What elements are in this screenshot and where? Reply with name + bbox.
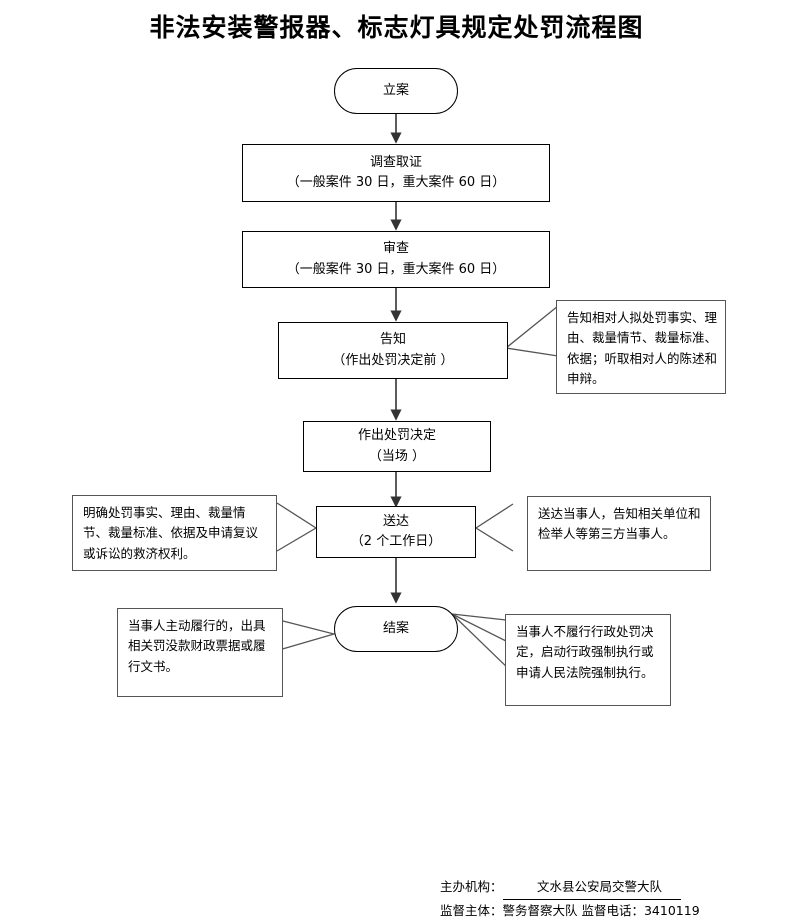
tail-close-note-right-extra [451,613,513,673]
footer-organizer-row: 主办机构：文水县公安局交警大队 [440,876,700,900]
node-serve[interactable]: 送达 （2 个工作日） [316,506,476,558]
footer: 主办机构：文水县公安局交警大队 监督主体：警务督察大队 监督电话：3410119 [440,876,700,922]
node-investigate-line2: （一般案件 30 日，重大案件 60 日） [286,175,506,190]
footer-organizer-value: 文水县公安局交警大队 [502,876,681,900]
node-serve-line2: （2 个工作日） [350,534,442,549]
node-serve-line1: 送达 [382,513,409,529]
tail-serve-note-right [474,503,514,552]
note-close-left: 当事人主动履行的，出具相关罚没款财政票据或履行文书。 [117,608,283,697]
node-filing-line1: 立案 [382,82,409,98]
node-close-line1: 结案 [382,620,409,636]
node-notify-line2: （作出处罚决定前 ） [332,352,454,368]
node-review[interactable]: 审查 （一般案件 30 日，重大案件 60 日） [242,231,550,288]
node-investigate-line1: 调查取证 [369,154,422,170]
node-investigate[interactable]: 调查取证 （一般案件 30 日，重大案件 60 日） [242,144,550,202]
footer-supervisor-row: 监督主体：警务督察大队 监督电话：3410119 [440,902,700,918]
tail-close-note-right [451,613,507,642]
node-notify-line1: 告知 [379,332,406,348]
node-notify[interactable]: 告知 （作出处罚决定前 ） [278,322,508,379]
node-decision-line2: （当场 ） [368,448,426,464]
node-review-line1: 审查 [382,241,409,257]
node-close[interactable]: 结案 [334,606,458,652]
tail-notify-note [504,305,559,357]
tail-serve-note-left [276,502,318,552]
note-serve-left: 明确处罚事实、理由、裁量情节、裁量标准、依据及申请复议或诉讼的救济权利。 [72,495,277,571]
node-decision[interactable]: 作出处罚决定 （当场 ） [303,421,491,472]
note-close-right: 当事人不履行行政处罚决定，启动行政强制执行或申请人民法院强制执行。 [505,614,671,706]
page-title: 非法安装警报器、标志灯具规定处罚流程图 [149,13,644,42]
node-review-line2: （一般案件 30 日，重大案件 60 日） [286,261,506,277]
tail-close-note-left [278,619,337,651]
footer-organizer-label: 主办机构： [440,879,503,894]
node-decision-line1: 作出处罚决定 [357,428,436,444]
note-notify: 告知相对人拟处罚事实、理由、裁量情节、裁量标准、依据；听取相对人的陈述和申辩。 [556,300,726,394]
note-serve-right: 送达当事人，告知相关单位和检举人等第三方当事人。 [527,496,711,571]
node-filing[interactable]: 立案 [334,68,458,114]
